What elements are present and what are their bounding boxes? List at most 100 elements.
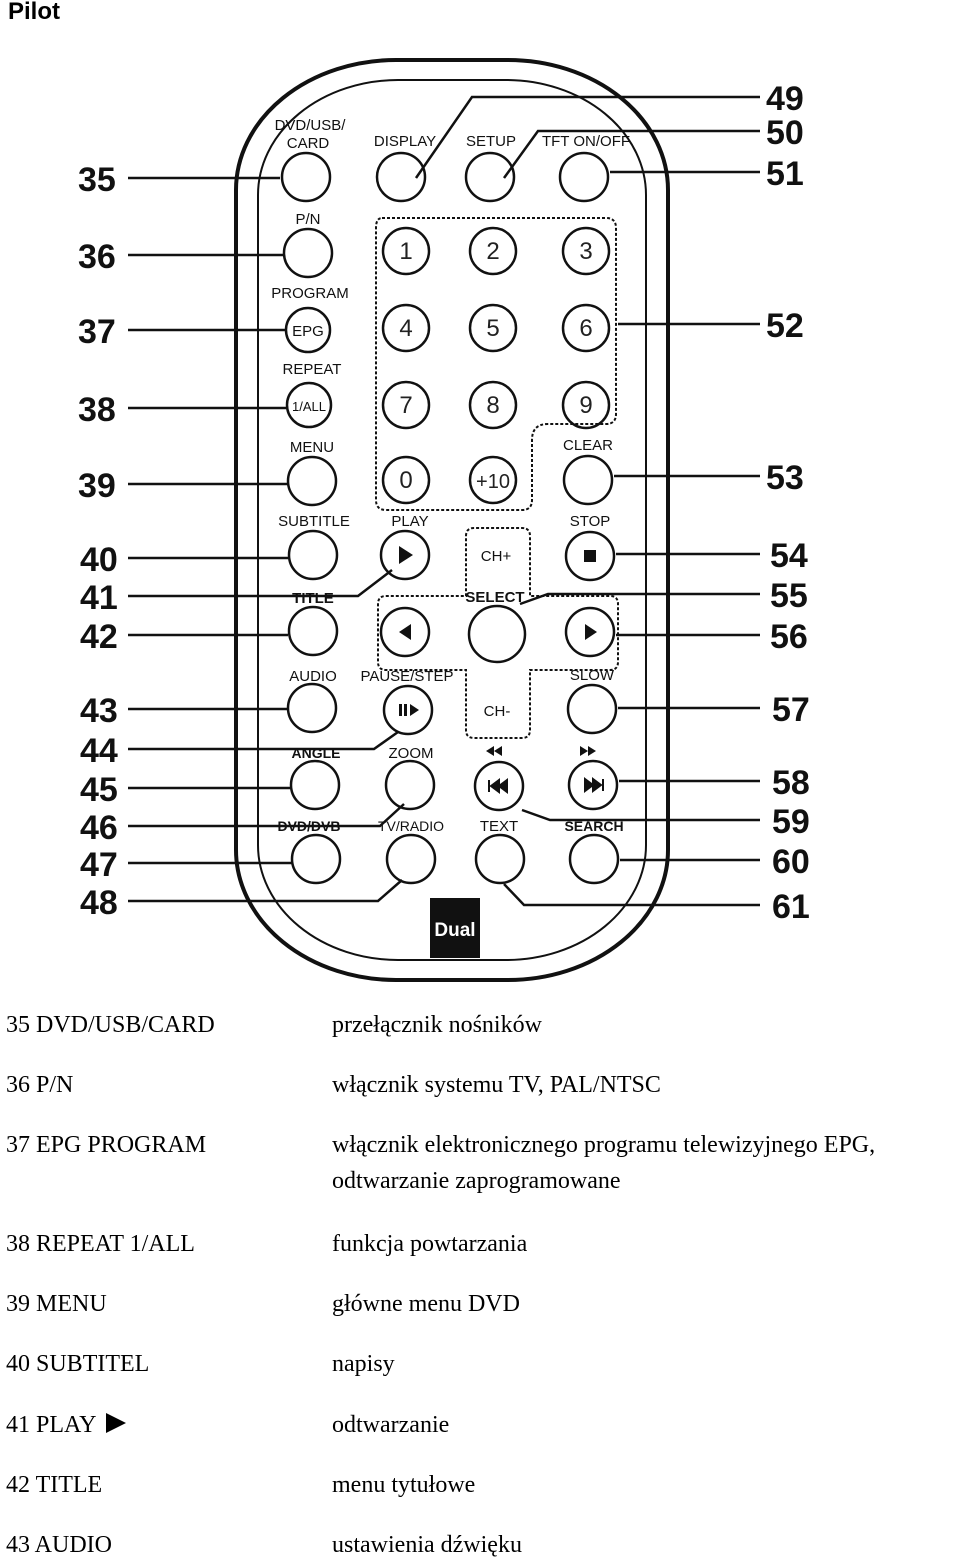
digit-6-label: 6 [579,315,592,342]
one-all-label: 1/ALL [292,399,326,414]
legend-desc: funkcja powtarzania [332,1231,528,1257]
digit-4-button[interactable] [381,303,431,353]
repeat-one-all-button[interactable] [285,381,333,429]
angle-label: ANGLE [292,745,341,761]
menu-button[interactable] [286,455,338,507]
pn-button[interactable] [282,227,334,279]
search-button[interactable] [568,833,620,885]
digit-9-button[interactable] [561,380,611,430]
digit-1-button[interactable] [381,226,431,276]
digit-6-button[interactable] [561,303,611,353]
callout-54: 54 [770,537,808,575]
legend-desc: menu tytułowe [332,1472,476,1498]
digit-8-button[interactable] [468,380,518,430]
callout-53: 53 [766,459,804,497]
search-label: SEARCH [564,818,623,834]
callout-48: 48 [80,884,118,922]
callout-42: 42 [80,618,118,656]
step-icon [410,704,419,716]
digit-3-label: 3 [579,238,592,265]
legend-key: 36 P/N [6,1072,74,1098]
audio-button[interactable] [286,682,338,734]
ch-minus-label: CH- [484,703,511,720]
left-leader-lines [128,176,405,903]
stop-button[interactable] [564,530,616,582]
select-button[interactable] [467,604,527,664]
digit-0-button[interactable] [381,455,431,505]
nav-cross [377,527,619,739]
digit-5-button[interactable] [468,303,518,353]
callout-59: 59 [772,803,810,841]
digit-3-button[interactable] [561,226,611,276]
stop-label: STOP [570,513,611,530]
digit-7-label: 7 [399,392,412,419]
digit-5-label: 5 [486,315,499,342]
play-button[interactable] [379,529,431,581]
display-button[interactable] [375,151,427,203]
callout-43: 43 [80,692,118,730]
right-button[interactable] [564,606,616,658]
setup-button[interactable] [464,151,516,203]
select-label: SELECT [465,589,524,606]
next-button[interactable] [567,759,619,811]
audio-label: AUDIO [289,668,337,685]
digit-2-label: 2 [486,238,499,265]
title-button[interactable] [287,605,339,657]
angle-button[interactable] [289,759,341,811]
digit-1-label: 1 [399,238,412,265]
subtitle-button[interactable] [287,529,339,581]
legend-key: 37 EPG PROGRAM [6,1132,207,1158]
digit-labels: 1 2 3 4 5 6 7 8 9 0 +10 [399,238,592,494]
tv-radio-button[interactable] [385,833,437,885]
page-title: Pilot [8,0,60,25]
plus-ten-label: +10 [476,471,510,493]
pause-step-button[interactable] [382,684,434,736]
legend-desc: ustawienia dźwięku [332,1532,522,1558]
pause-icon [399,704,402,716]
dvd-usb-card-label: DVD/USB/CARD [275,117,347,152]
slow-button[interactable] [566,683,618,735]
play-icon [106,1413,127,1433]
callout-52: 52 [766,307,804,345]
prev-button[interactable] [473,760,525,812]
text-button[interactable] [474,833,526,885]
arrow-left-icon [399,624,411,640]
rewind-icon [486,746,502,756]
display-label: DISPLAY [374,133,436,150]
digit-7-button[interactable] [381,380,431,430]
zoom-button[interactable] [384,759,436,811]
plus-ten-button[interactable] [468,455,518,505]
callout-50: 50 [766,114,804,152]
legend-key: 42 TITLE [6,1472,103,1498]
arrow-right-icon [585,624,597,640]
dual-logo-box [430,898,480,958]
callout-47: 47 [80,846,118,884]
digit-8-label: 8 [486,392,499,419]
clear-label: CLEAR [563,437,613,454]
tft-button[interactable] [558,151,610,203]
dvd-usb-card-button[interactable] [280,151,332,203]
callout-58: 58 [772,764,810,802]
left-button[interactable] [379,606,431,658]
pn-label: P/N [295,211,320,228]
dvd-dvb-button[interactable] [290,833,342,885]
legend-desc: odtwarzanie [332,1412,450,1438]
digit-2-button[interactable] [468,226,518,276]
callout-44: 44 [80,732,118,770]
remote-diagram: Dual DVD/USB/CARD DISPLAY SETUP TFT ON/O… [78,58,810,982]
legend-desc: włącznik elektronicznego programu telewi… [332,1132,876,1194]
digit-9-label: 9 [579,392,592,419]
legend-key: 39 MENU [6,1291,107,1317]
callout-51: 51 [766,155,804,193]
legend-key-play: 41 PLAY [6,1407,127,1443]
pause-step-label: PAUSE/STEP [360,668,453,685]
legend-key: 43 AUDIO [6,1532,112,1558]
ch-plus-label: CH+ [481,548,512,565]
menu-label: MENU [290,439,334,456]
numpad-panel [375,217,617,511]
program-label: PROGRAM [271,285,349,302]
clear-button[interactable] [562,454,614,506]
title-label: TITLE [292,590,334,607]
slow-label: SLOW [570,667,615,684]
repeat-label: REPEAT [283,361,342,378]
